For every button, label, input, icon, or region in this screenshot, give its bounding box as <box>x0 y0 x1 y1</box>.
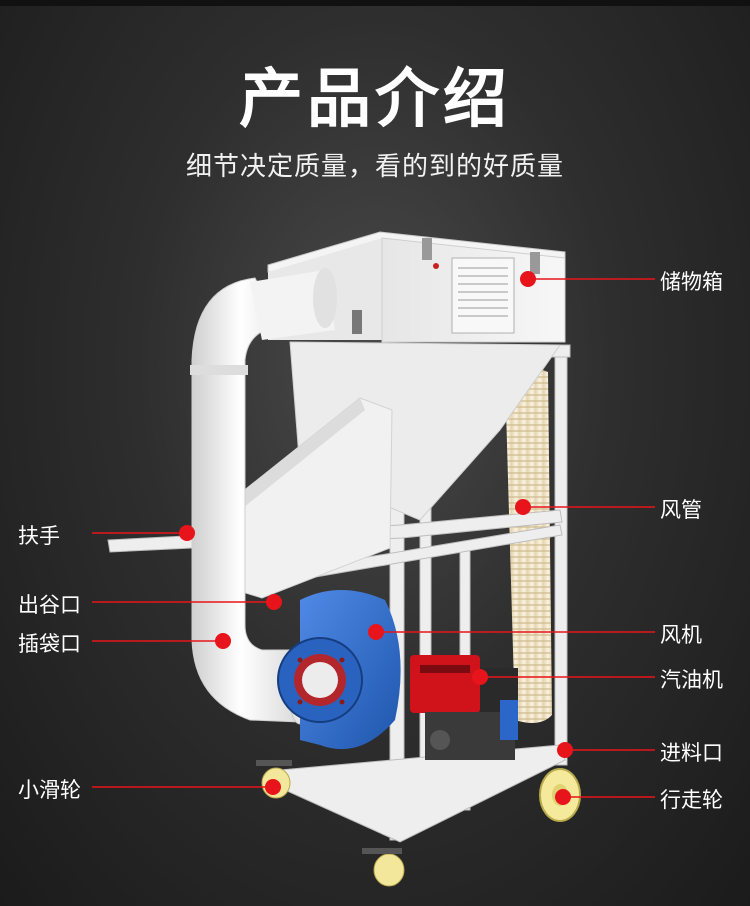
label-handle: 扶手 <box>18 524 60 548</box>
page-subtitle: 细节决定质量，看的到的好质量 <box>185 152 564 182</box>
label-storage-box: 储物箱 <box>660 270 723 294</box>
label-walking-wheel: 行走轮 <box>660 788 723 812</box>
label-fan: 风机 <box>660 623 702 647</box>
callout-dot-small-pulley <box>265 779 281 795</box>
label-gasoline-engine: 汽油机 <box>660 668 723 692</box>
gasoline-engine <box>410 655 518 760</box>
callout-dot-bag-port <box>215 633 231 649</box>
blower-fan <box>277 590 401 750</box>
callout-dot-engine <box>472 669 488 685</box>
callout-dot-storage-box <box>520 271 536 287</box>
label-small-pulley: 小滑轮 <box>18 778 81 802</box>
callout-dot-handle <box>179 525 195 541</box>
callout-dot-walking-wheel <box>555 789 571 805</box>
label-grain-outlet: 出谷口 <box>18 593 81 617</box>
callout-dot-fan <box>368 624 384 640</box>
callout-dots <box>179 271 573 805</box>
callout-dot-feed-inlet <box>557 742 573 758</box>
callout-dot-grain-outlet <box>266 594 282 610</box>
page-title: 产品介绍 <box>239 63 511 137</box>
hopper <box>231 341 561 599</box>
callout-dot-air-duct <box>515 499 531 515</box>
label-air-duct: 风管 <box>660 498 702 522</box>
pvc-pipe <box>190 268 337 725</box>
callout-lines <box>92 278 655 798</box>
label-bag-port: 插袋口 <box>18 632 81 656</box>
label-feed-inlet: 进料口 <box>660 741 723 765</box>
air-duct <box>505 366 552 724</box>
top-border <box>0 0 750 6</box>
